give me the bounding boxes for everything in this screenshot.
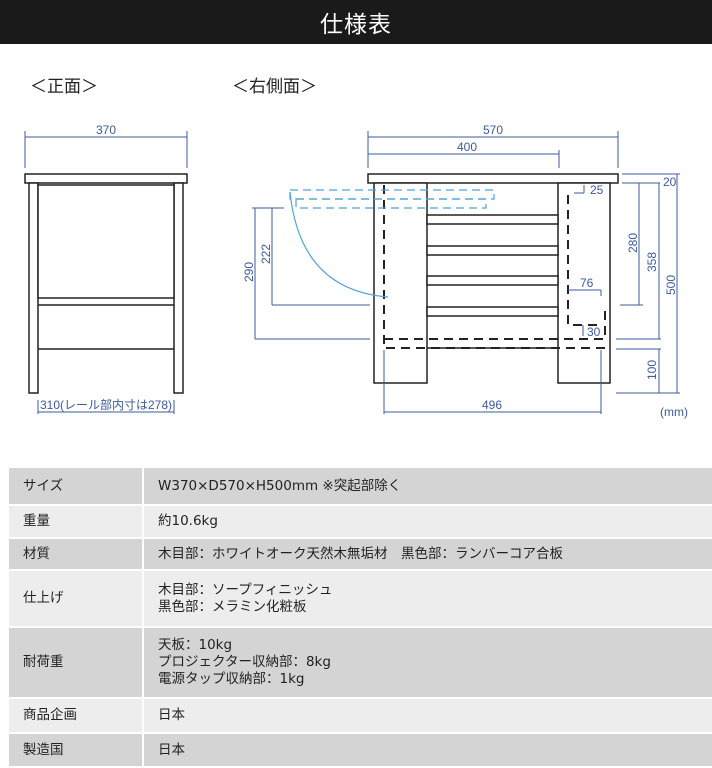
spec-label: 材質 — [9, 538, 144, 571]
table-row: 仕上げ木目部：ソープフィニッシュ黒色部：メラミン化粧板 — [9, 570, 712, 628]
spec-label: 商品企画 — [9, 698, 144, 734]
unit-label: (mm) — [660, 405, 688, 419]
dim-20: 20 — [663, 175, 677, 189]
page-title: 仕様表 — [0, 0, 712, 44]
spec-value: 約10.6kg — [143, 505, 712, 539]
spec-value: W370×D570×H500mm ※突起部除く — [143, 468, 712, 506]
spec-value: 木目部：ソープフィニッシュ — [158, 581, 333, 598]
dim-30: 30 — [587, 325, 601, 339]
spec-label: 重量 — [9, 505, 144, 539]
table-row: 重量約10.6kg — [9, 505, 712, 539]
spec-label: 仕上げ — [9, 570, 144, 628]
dim-76: 76 — [580, 276, 594, 290]
dim-front-width: 370 — [96, 123, 116, 137]
spec-label: 耐荷重 — [9, 627, 144, 699]
side-view-label: ＜右側面＞ — [232, 77, 317, 97]
dim-side-depth: 570 — [483, 123, 503, 137]
dim-222: 222 — [259, 244, 273, 264]
spec-value: 日本 — [143, 698, 712, 734]
spec-value: 木目部：ホワイトオーク天然木無垢材 黒色部：ランバーコア合板 — [143, 538, 712, 571]
dim-100: 100 — [645, 360, 659, 380]
front-view-label: ＜正面＞ — [30, 77, 98, 97]
table-row: 材質木目部：ホワイトオーク天然木無垢材 黒色部：ランバーコア合板 — [9, 538, 712, 571]
spec-value: プロジェクター収納部：8kg — [158, 654, 331, 670]
dim-25: 25 — [590, 183, 604, 197]
dim-280: 280 — [626, 233, 640, 253]
spec-value: 天板：10kg — [158, 637, 233, 653]
dim-496: 496 — [482, 398, 502, 412]
spec-value: 日本 — [143, 733, 712, 768]
spec-label: サイズ — [9, 468, 144, 506]
dim-358: 358 — [645, 252, 659, 272]
spec-value: 黒色部：メラミン化粧板 — [158, 598, 307, 615]
dim-400: 400 — [457, 140, 477, 154]
spec-label: 製造国 — [9, 733, 144, 768]
side-view — [367, 173, 619, 384]
dim-500: 500 — [664, 275, 678, 295]
dim-290: 290 — [242, 262, 256, 282]
dim-front-inner: 310(レール部内寸は278) — [40, 397, 172, 412]
table-row: 商品企画日本 — [9, 698, 712, 734]
dimension-drawing: 370 310(レール部内寸は278) 570 400 20 25 76 30 … — [24, 123, 688, 419]
table-row: 製造国日本 — [9, 733, 712, 768]
spec-value: 電源タップ収納部：1kg — [158, 671, 305, 687]
front-view — [24, 173, 188, 394]
